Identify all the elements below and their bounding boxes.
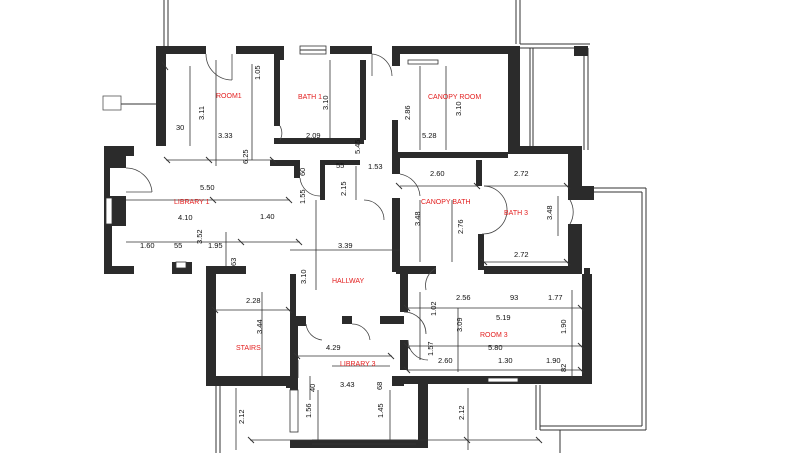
- dimension-label: 2.72: [514, 169, 529, 178]
- dimension-label: 2.60: [438, 356, 453, 365]
- dimension-label: 3.39: [338, 241, 353, 250]
- dimension-label: 2.12: [457, 405, 466, 420]
- dimension-label: 60: [298, 168, 307, 176]
- dimension-label: 6.25: [241, 149, 250, 164]
- dimension-label: 1.56: [304, 403, 313, 418]
- dimension-label: 1.55: [298, 189, 307, 204]
- dimension-label: 1.05: [253, 65, 262, 80]
- dimension-label: 1.60: [140, 241, 155, 250]
- dimension-label: 5.19: [496, 313, 511, 322]
- dimension-label: 2.76: [456, 219, 465, 234]
- dimension-label: 63: [229, 258, 238, 266]
- dimension-label: 55: [336, 161, 344, 170]
- dimension-label: 5.28: [422, 131, 437, 140]
- dimension-label: 2.56: [456, 293, 471, 302]
- room-label-bath1: BATH 1: [298, 94, 322, 101]
- dimension-label: 3.10: [454, 101, 463, 116]
- dimension-label: 2.60: [430, 169, 445, 178]
- dimension-label: 3.44: [255, 319, 264, 334]
- dimension-label: 5.80: [488, 343, 503, 352]
- dimension-label: 5.45: [353, 139, 362, 154]
- dimension-label: 82: [559, 364, 568, 372]
- dimension-label: 1.95: [208, 241, 223, 250]
- room-label-library3: LIBRARY 3: [340, 361, 376, 368]
- dimension-label: 1.90: [546, 356, 561, 365]
- dimension-label: 3.09: [455, 317, 464, 332]
- dimension-label: 1.40: [260, 212, 275, 221]
- dimension-label: 2.72: [514, 250, 529, 259]
- room-label-hallway: HALLWAY: [332, 278, 364, 285]
- dimension-values: 30 3.33 2.09 5.28 55 1.53 5.50 2.60 2.72…: [140, 123, 563, 389]
- room-label-room1: ROOM1: [216, 93, 242, 100]
- room-label-room3: ROOM 3: [480, 332, 508, 339]
- dimension-label: 4.10: [178, 213, 193, 222]
- room-label-stairs: STAIRS: [236, 345, 261, 352]
- dimension-label: 3.33: [218, 131, 233, 140]
- dimension-label: 40: [308, 384, 317, 392]
- electrical-panel-icon: [102, 95, 122, 111]
- dimension-label: 2.12: [237, 409, 246, 424]
- exterior-lines: [163, 0, 647, 453]
- dimension-label: 93: [510, 293, 518, 302]
- dimension-label: 1.30: [498, 356, 513, 365]
- dimension-values-vertical: 1.05 3.11 3.10 5.45 2.86 3.10 6.25 60 2.…: [195, 65, 568, 424]
- dimension-label: 5.50: [200, 183, 215, 192]
- dimension-label: 55: [174, 241, 182, 250]
- fixtures: [102, 61, 169, 111]
- room-labels: ROOM1 BATH 1 CANOPY ROOM LIBRARY 1 CANOP…: [174, 93, 528, 368]
- dimension-label: 3.11: [197, 106, 206, 120]
- dimension-label: 3.48: [413, 211, 422, 226]
- dimension-label: 30: [176, 123, 184, 132]
- dimension-label: 2.15: [339, 181, 348, 196]
- room-label-library1: LIBRARY 1: [174, 199, 210, 206]
- doors: [125, 53, 574, 361]
- dimension-label: 1.90: [559, 319, 568, 334]
- room-label-canopy-room: CANOPY ROOM: [428, 94, 481, 101]
- dimension-label: 1.02: [429, 301, 438, 316]
- dimension-label: 1.45: [376, 403, 385, 418]
- dimension-label: 68: [375, 382, 384, 390]
- room-label-bath3: BATH 3: [504, 210, 528, 217]
- dimension-label: 3.43: [340, 380, 355, 389]
- dimension-label: 3.52: [195, 229, 204, 244]
- room-label-canopy-bath: CANOPY BATH: [421, 199, 471, 206]
- dimension-label: 1.77: [548, 293, 563, 302]
- dimension-label: 3.10: [299, 269, 308, 284]
- dimension-label: 1.57: [426, 341, 435, 356]
- dimension-label: 2.09: [306, 131, 321, 140]
- dimension-label: 1.53: [368, 162, 383, 171]
- dimension-label: 4.29: [326, 343, 341, 352]
- dimension-label: 2.86: [403, 105, 412, 120]
- dimension-label: 3.48: [545, 205, 554, 220]
- dimension-lines: [126, 60, 585, 450]
- dimension-label: 2.28: [246, 296, 261, 305]
- dimension-label: 3.10: [321, 95, 330, 110]
